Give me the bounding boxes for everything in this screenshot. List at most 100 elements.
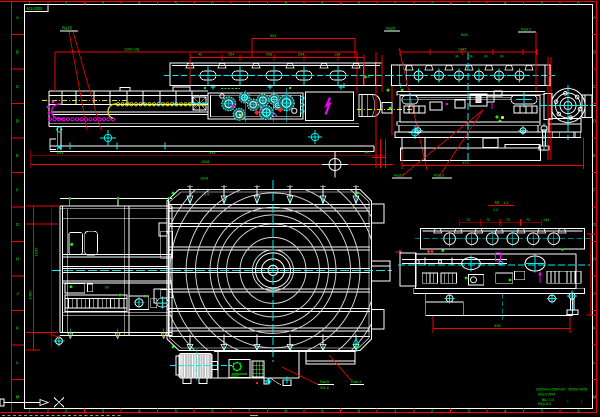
svg-text:1: 1 <box>394 0 397 5</box>
svg-text:5: 5 <box>175 409 178 414</box>
svg-text:4: 4 <box>138 0 141 5</box>
svg-text:0: 0 <box>358 0 361 5</box>
svg-text:254: 254 <box>228 53 234 57</box>
svg-text:G: G <box>593 222 597 227</box>
svg-text:3: 3 <box>101 409 104 414</box>
svg-text:70: 70 <box>506 218 510 222</box>
svg-text:4: 4 <box>504 409 507 414</box>
svg-text:SheJi:ZhM: SheJi:ZhM <box>538 393 555 397</box>
svg-text:0: 0 <box>358 409 361 414</box>
svg-text:L: L <box>593 360 596 365</box>
svg-text:J: J <box>593 291 595 296</box>
svg-text:W1.6: W1.6 <box>320 386 329 390</box>
svg-text:1541: 1541 <box>201 159 211 164</box>
svg-text:H: H <box>16 257 19 262</box>
svg-text:541: 541 <box>364 150 371 155</box>
svg-text:1345: 1345 <box>458 48 466 52</box>
svg-text:34: 34 <box>469 55 473 59</box>
svg-text:A: A <box>16 15 19 20</box>
svg-text:Ra3.2: Ra3.2 <box>521 28 531 32</box>
svg-text:M1432B: M1432B <box>27 6 43 11</box>
svg-text:6: 6 <box>577 409 580 414</box>
svg-text:6: 6 <box>211 409 214 414</box>
svg-text:4: 4 <box>504 0 507 5</box>
svg-text:Ra6.3: Ra6.3 <box>434 174 444 178</box>
svg-text:40: 40 <box>143 295 147 299</box>
svg-text:2: 2 <box>431 409 434 414</box>
svg-text:H: H <box>593 257 596 262</box>
svg-text:8: 8 <box>284 409 287 414</box>
svg-text:1: 1 <box>394 409 397 414</box>
svg-text:7: 7 <box>248 409 251 414</box>
svg-text:600: 600 <box>461 32 468 37</box>
svg-text:1:1: 1:1 <box>503 200 509 205</box>
svg-text:D: D <box>593 119 597 124</box>
svg-text:34: 34 <box>455 55 459 59</box>
svg-text:C: C <box>593 84 597 89</box>
svg-text:6: 6 <box>211 0 214 5</box>
svg-text:D: D <box>16 119 20 124</box>
svg-text:B: B <box>593 50 596 55</box>
svg-text:RiQi:8.5: RiQi:8.5 <box>538 402 551 406</box>
svg-text:2: 2 <box>65 409 68 414</box>
svg-text:1: 1 <box>28 409 31 414</box>
svg-text:8: 8 <box>368 75 370 79</box>
svg-text:70: 70 <box>526 218 530 222</box>
svg-text:641: 641 <box>57 150 64 155</box>
svg-text:2: 2 <box>431 0 434 5</box>
svg-text:|: | <box>568 399 569 403</box>
svg-text:298: 298 <box>266 53 272 57</box>
svg-text:9: 9 <box>321 0 324 5</box>
svg-text:BiLi 1:4: BiLi 1:4 <box>542 398 554 402</box>
svg-text:473: 473 <box>462 160 469 165</box>
svg-text:Ra25: Ra25 <box>320 380 329 384</box>
svg-text:F: F <box>16 188 19 193</box>
svg-text:L: L <box>16 360 19 365</box>
svg-text:1: 1 <box>28 0 31 5</box>
svg-text:1480: 1480 <box>28 290 33 300</box>
svg-text:6: 6 <box>577 0 580 5</box>
svg-text:E: E <box>593 153 596 158</box>
svg-text:3: 3 <box>467 409 470 414</box>
svg-text:7: 7 <box>248 0 251 5</box>
svg-text:3: 3 <box>467 0 470 5</box>
svg-text:1641: 1641 <box>200 176 210 181</box>
svg-text:M: M <box>593 395 597 400</box>
svg-text:K: K <box>16 326 19 331</box>
svg-text:1100 zhj: 1100 zhj <box>124 47 139 52</box>
svg-text:Ra6.3: Ra6.3 <box>351 380 361 384</box>
svg-text:5: 5 <box>541 409 544 414</box>
svg-text:904: 904 <box>270 34 276 38</box>
svg-text:70: 70 <box>486 218 490 222</box>
svg-text:254: 254 <box>298 53 304 57</box>
svg-text:A: A <box>593 15 596 20</box>
svg-text:K: K <box>593 326 596 331</box>
svg-text:34: 34 <box>484 55 488 59</box>
svg-text:941: 941 <box>209 150 216 155</box>
svg-text:40: 40 <box>198 53 202 57</box>
svg-text:34: 34 <box>500 55 504 59</box>
svg-text:B: B <box>16 50 19 55</box>
svg-text:5: 5 <box>175 0 178 5</box>
svg-text:4: 4 <box>138 409 141 414</box>
svg-text:F: F <box>593 188 596 193</box>
svg-text:Ra3.2: Ra3.2 <box>394 174 404 178</box>
svg-text:|: | <box>581 399 582 403</box>
svg-text:1.6: 1.6 <box>204 193 209 197</box>
svg-text:200mm×250mm: 200mm×250mm <box>536 387 566 392</box>
svg-text:70: 70 <box>466 218 470 222</box>
svg-text:134: 134 <box>543 218 549 222</box>
svg-text:J: J <box>16 291 18 296</box>
svg-text:M: M <box>495 200 499 205</box>
svg-text:2: 2 <box>65 0 68 5</box>
svg-text:134: 134 <box>334 53 340 57</box>
svg-text:9: 9 <box>321 409 324 414</box>
svg-text:8: 8 <box>284 0 287 5</box>
svg-text:45306-0005: 45306-0005 <box>568 388 587 392</box>
svg-text:C: C <box>16 84 20 89</box>
svg-text:60: 60 <box>105 286 109 290</box>
svg-text:M: M <box>16 395 20 400</box>
svg-text:435: 435 <box>494 323 501 328</box>
svg-text:Ra25: Ra25 <box>62 26 73 31</box>
svg-text:3: 3 <box>101 0 104 5</box>
